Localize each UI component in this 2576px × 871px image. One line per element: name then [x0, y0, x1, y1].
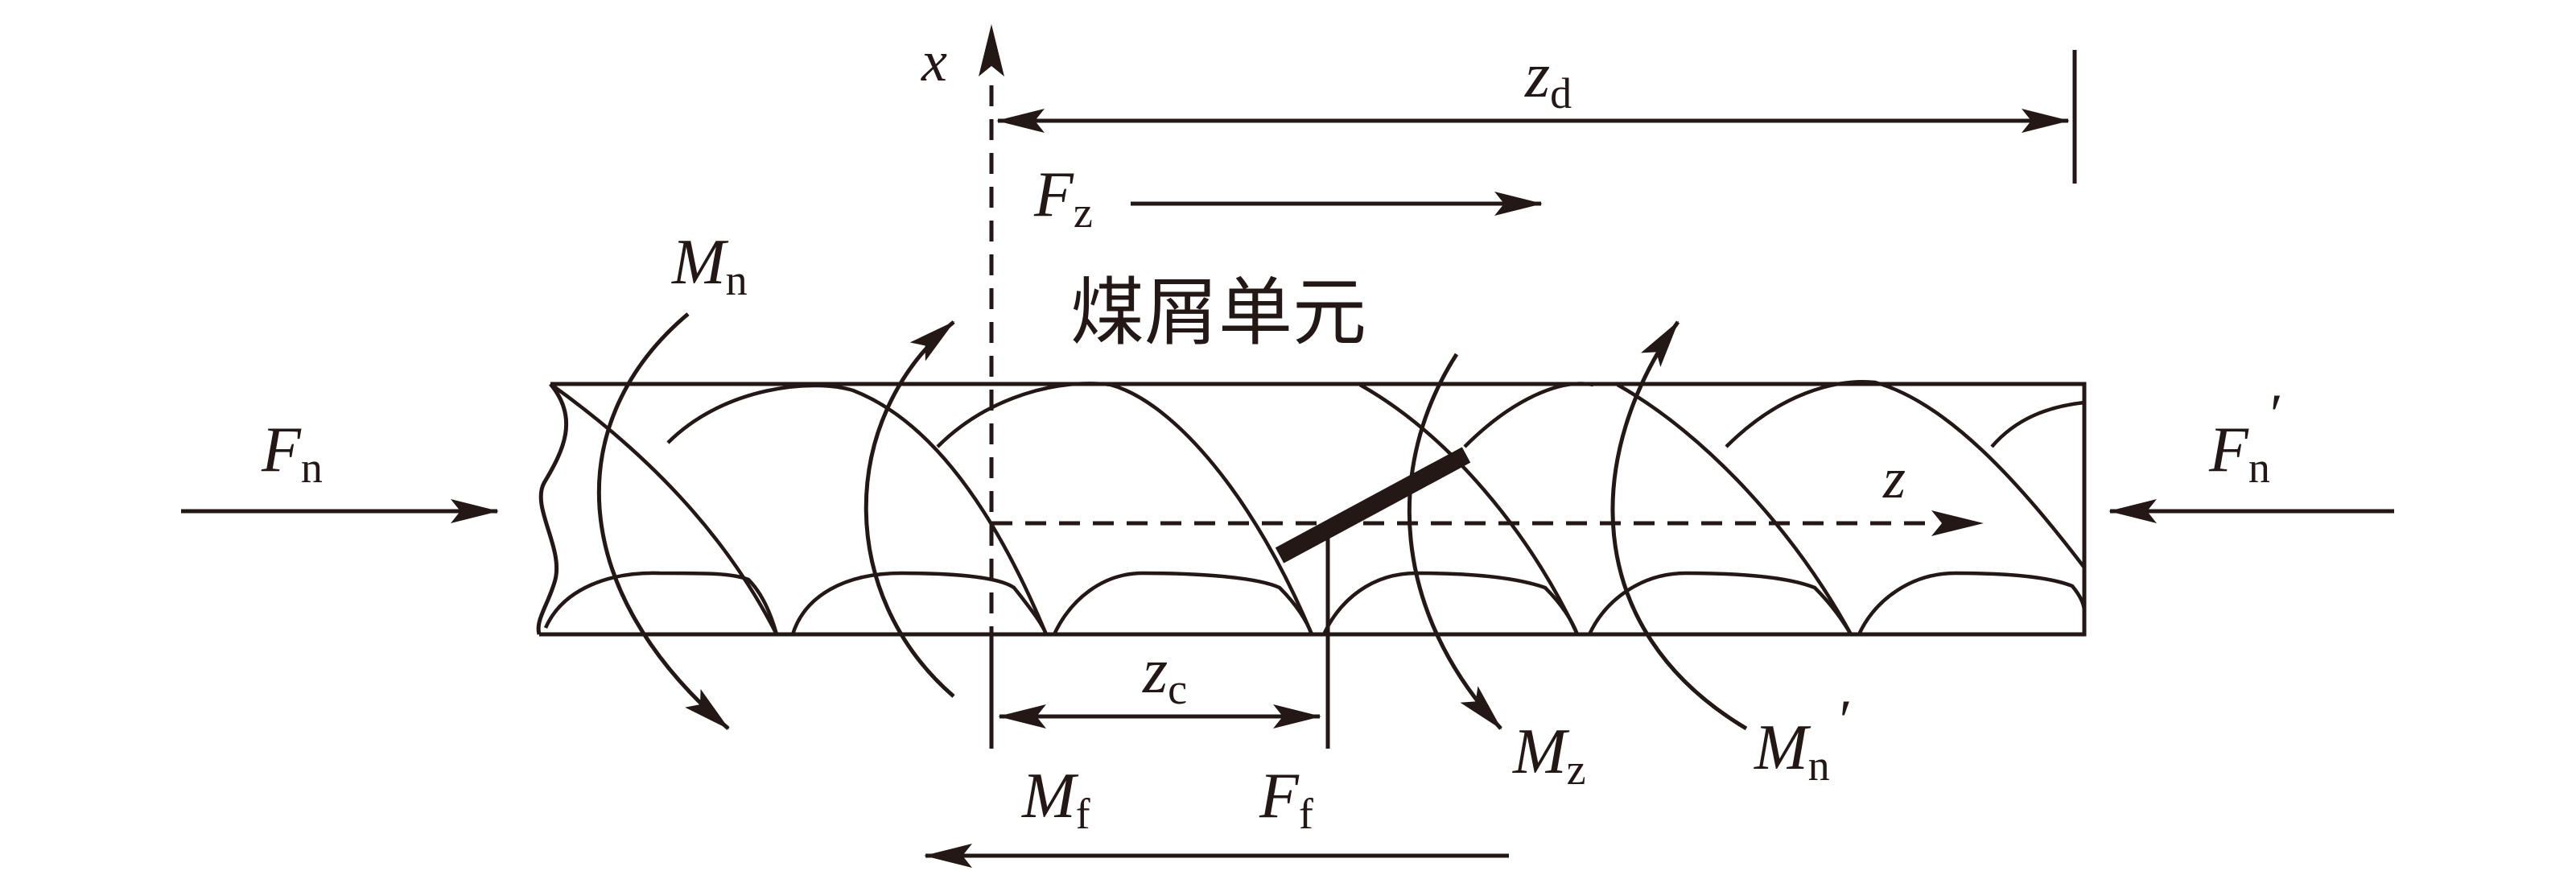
- coal-chip-element-label: 煤屑单元: [1070, 270, 1366, 356]
- fn-right-label: Fn′: [2208, 382, 2283, 492]
- coal-chip-element: [1275, 447, 1471, 563]
- conveyor-channel: [536, 382, 2087, 637]
- x-axis-label: x: [921, 29, 947, 93]
- screw-blades: [543, 380, 2087, 636]
- fn-left-label: Fn: [261, 415, 323, 492]
- zc-label: zc: [1142, 636, 1187, 713]
- mf-torque-arrow: [863, 320, 955, 698]
- mn-right-label: Mn′: [1754, 688, 1852, 790]
- ff-label: Ff: [1259, 761, 1313, 838]
- fz-label: Fz: [1033, 159, 1093, 237]
- mn-left-torque-arrow: [596, 312, 730, 730]
- mn-left-label: Mn: [671, 227, 748, 304]
- zc-dimension: [989, 527, 1330, 749]
- z-axis-label: z: [1882, 446, 1906, 510]
- mf-label: Mf: [1021, 761, 1090, 838]
- mz-label: Mz: [1512, 716, 1586, 794]
- z-axis: [991, 510, 1984, 536]
- zd-label: zd: [1524, 40, 1572, 118]
- zd-dimension: [996, 50, 2077, 184]
- mn-right-torque-arrow: [1610, 320, 1748, 731]
- mz-torque-arrow: [1407, 353, 1502, 730]
